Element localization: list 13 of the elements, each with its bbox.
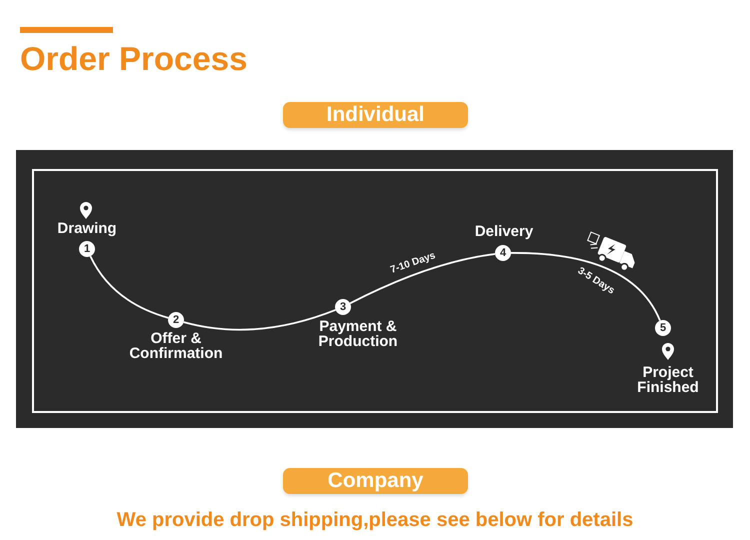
timeline-curve	[183, 309, 336, 331]
timeline-curve	[350, 253, 496, 304]
step-label: Delivery	[474, 224, 534, 239]
step-label: Offer & Confirmation	[128, 331, 224, 361]
section-tab: Individual	[283, 102, 468, 128]
timeline-curve	[90, 256, 169, 319]
title: Order Process	[20, 40, 248, 78]
step-label: Drawing	[56, 221, 118, 236]
step-label: Payment & Production	[317, 319, 399, 349]
note: We provide drop shipping,please see below for details	[116, 509, 634, 532]
section-tab: Company	[283, 468, 468, 494]
step-label: Project Finished	[636, 365, 700, 395]
timeline-curve	[510, 252, 661, 321]
